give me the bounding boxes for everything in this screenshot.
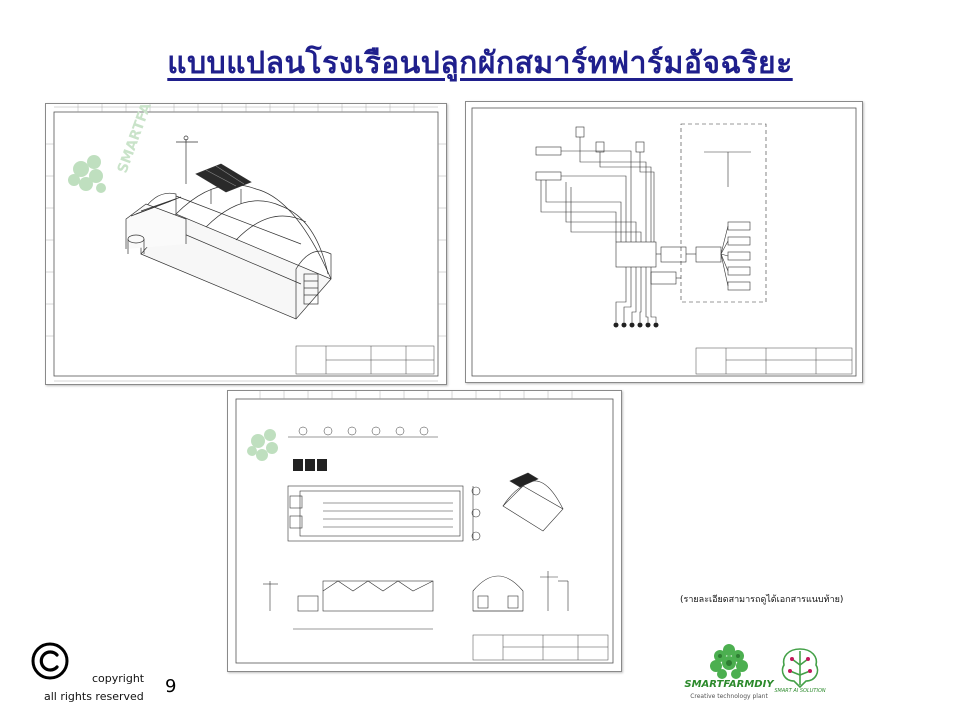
- schematic-drawing: [471, 107, 857, 377]
- smartfarmdiy-logo-name: SMARTFARMDIY: [684, 679, 774, 690]
- smartfarmdiy-logo-icon: [710, 644, 748, 679]
- drawing-sheet-plan: [227, 390, 622, 672]
- copyright-label: copyright: [92, 672, 145, 685]
- rights-label: all rights reserved: [44, 690, 144, 703]
- slide-title: แบบแปลนโรงเรือนปลูกผักสมาร์ทฟาร์มอัจฉริย…: [167, 46, 793, 81]
- smartfarmdiy-logo-tagline: Creative technology plant: [690, 693, 768, 700]
- isometric-drawing: SMARTFARMDIY: [46, 104, 446, 382]
- smart-ai-solution-logo-icon: [781, 648, 819, 689]
- plan-drawing: [235, 391, 614, 664]
- smart-ai-solution-logo-name: SMART AI SOLUTION: [774, 688, 826, 694]
- attachment-note: (รายละเอียดสามารถดูได้เอกสารแนบท้าย): [680, 595, 844, 605]
- copyright-icon: [31, 642, 69, 680]
- page-number: 9: [165, 676, 177, 697]
- drawing-sheet-isometric: SMARTFARMDIY: [45, 103, 447, 385]
- drawing-sheet-schematic: [465, 101, 863, 383]
- drawing-watermark: SMARTFARMDIY: [115, 104, 173, 175]
